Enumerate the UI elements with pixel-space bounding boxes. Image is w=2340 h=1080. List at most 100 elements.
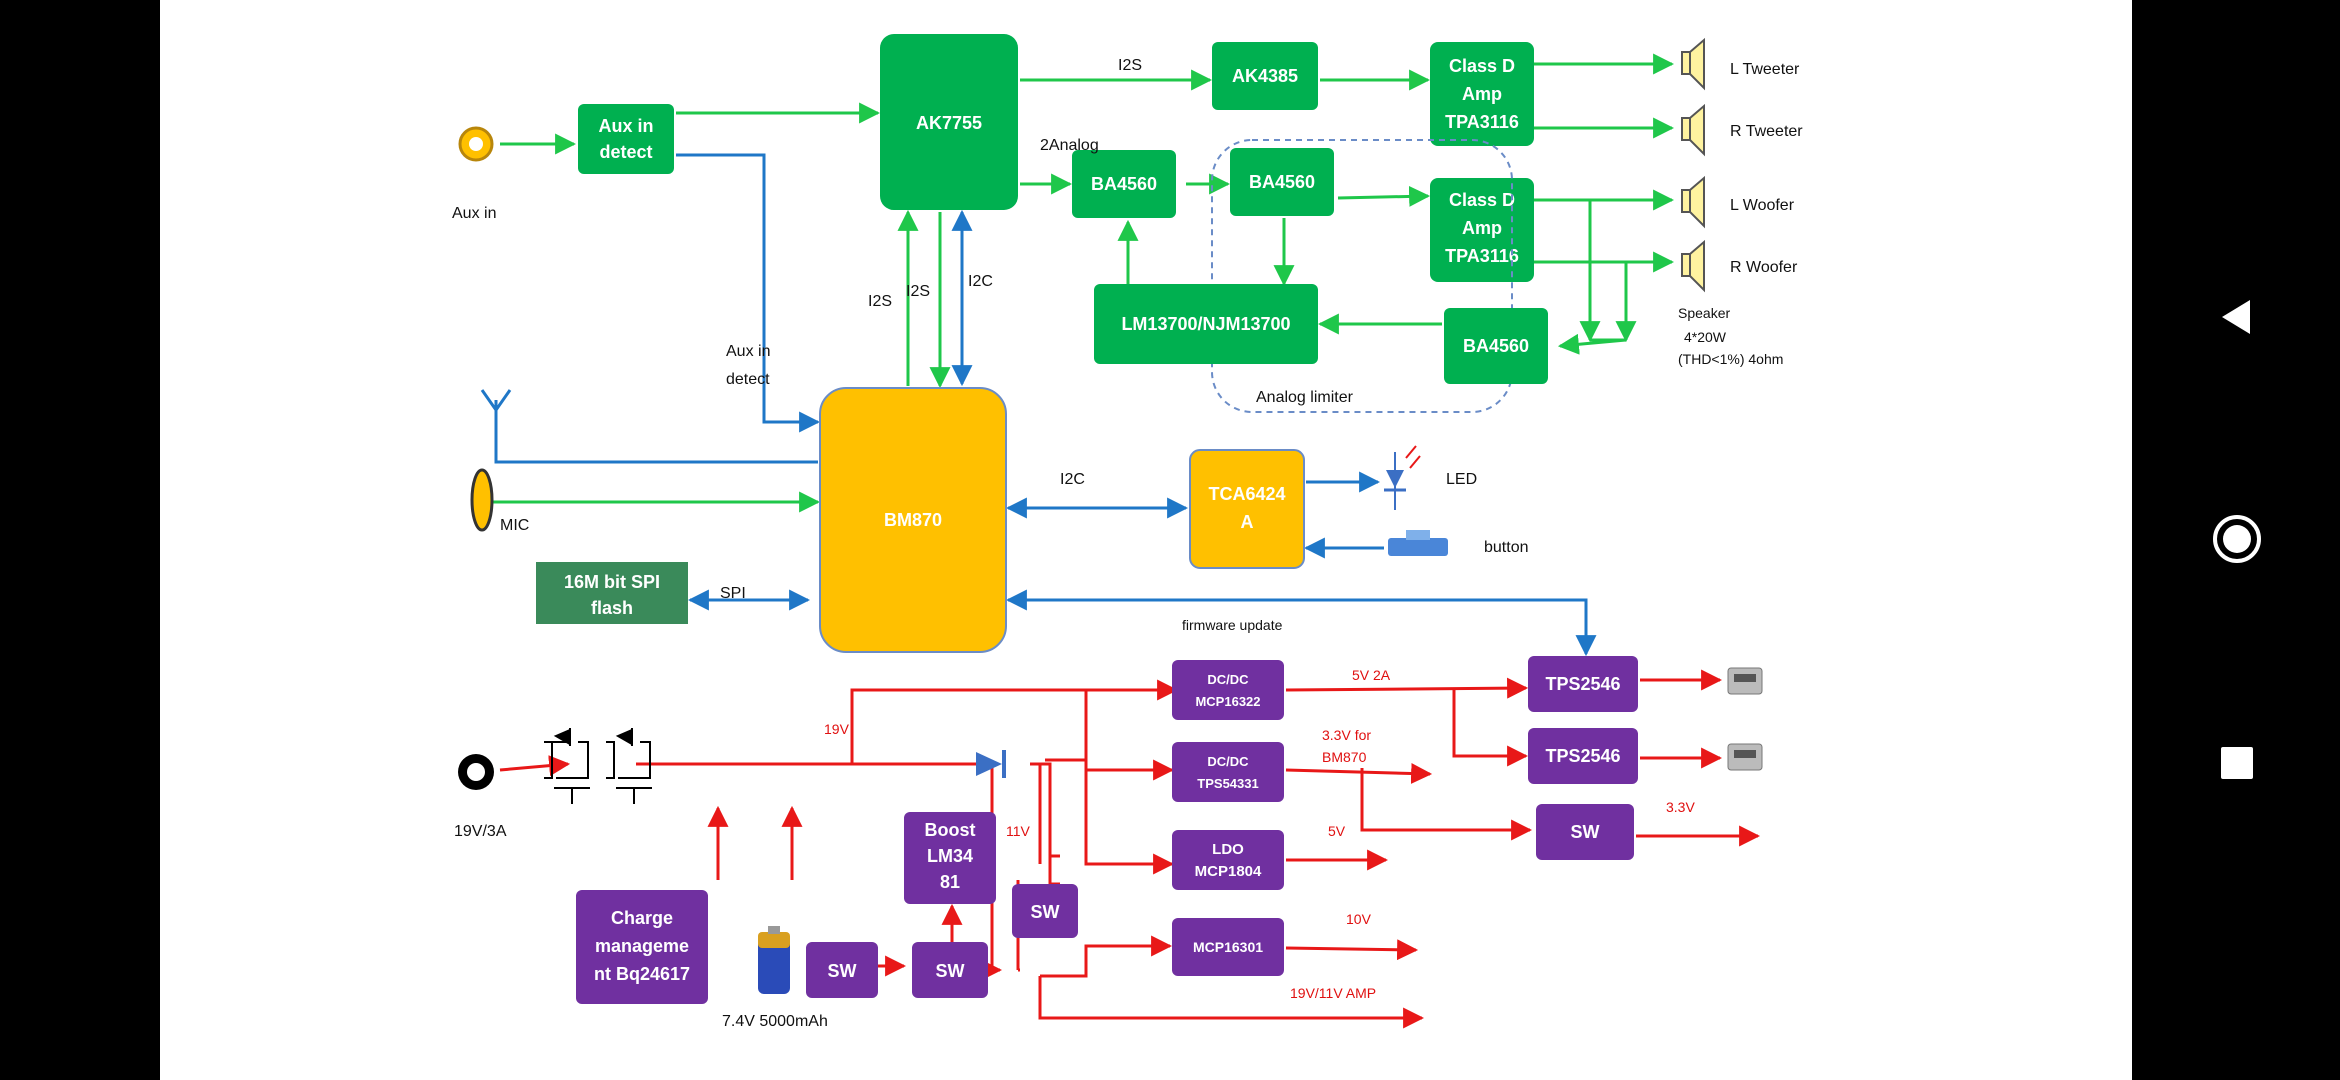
sw-3v3-block [1536,804,1634,860]
class-d-amp-2 [1430,178,1534,282]
r-woofer-label: R Woofer [1730,259,1798,276]
amp1-line3: TPA3116 [1445,112,1519,132]
dcdc1-line2: MCP16322 [1195,694,1260,709]
ba4560-block-1 [1072,150,1176,218]
speaker-note-3: (THD<1%) 4ohm [1678,351,1783,367]
charge-management-block [576,890,708,1004]
sw-bottom-block [912,942,988,998]
spi-flash-block [536,562,688,624]
v10-label: 10V [1346,911,1372,927]
speaker-note-1: Speaker [1678,305,1730,321]
dcdc2-line1: DC/DC [1207,754,1249,769]
aux-detect-line2: detect [599,142,652,162]
home-button[interactable] [2202,504,2272,574]
tca6424-line2: A [1241,512,1254,532]
v5-label: 5V [1328,823,1346,839]
dcdc-mcp16322-block [1172,660,1284,720]
speaker-l-tweeter-icon [1681,37,1705,91]
recents-square-icon [2221,747,2253,779]
boost-lm3481-block [904,812,996,904]
back-button[interactable] [2202,282,2272,352]
amp1-line1: Class D [1449,56,1515,76]
aux-jack-icon [458,126,494,162]
charge-line2: manageme [595,936,689,956]
bm870-block [819,387,1007,653]
tps2-label: TPS2546 [1545,746,1620,766]
i2s-label-b: I2S [906,283,930,300]
button-icon [1388,530,1448,556]
ak4385-block [1212,42,1318,110]
boost-line2: LM34 [927,846,973,866]
spi-flash-line1: 16M bit SPI [564,572,660,592]
tca6424-line1: TCA6424 [1208,484,1285,504]
ba4560-1-label: BA4560 [1091,174,1157,194]
i2c-top-label: I2C [968,273,993,290]
battery-label: 7.4V 5000mAh [722,1013,828,1030]
image-viewer: Aux in detect AK7755 AK4385 Class D Amp … [160,0,2132,1080]
bm870-label: BM870 [884,510,942,530]
aux-in-label: Aux in [452,205,496,222]
boost-line3: 81 [940,872,960,892]
charge-line1: Charge [611,908,673,928]
v19-11-amp-label: 19V/11V AMP [1290,985,1376,1001]
sw-mid-label: SW [1031,902,1060,922]
aux-detect-line-label-2: detect [726,371,770,388]
aux-detect-line1: Aux in [598,116,653,136]
tca6424-block [1189,449,1305,569]
dcdc2-line2: TPS54331 [1197,776,1258,791]
l-tweeter-label: L Tweeter [1730,61,1800,78]
sw-right-label: SW [1571,822,1600,842]
speaker-l-woofer-icon [1681,175,1705,229]
ldo-line1: LDO [1212,841,1244,858]
tps2546-block-2 [1528,728,1638,784]
mcp16301-label: MCP16301 [1193,939,1263,955]
mosfet-switch-1-icon [544,728,590,804]
amp2-line2: Amp [1462,218,1502,238]
lm13700-block [1094,284,1318,364]
tps1-label: TPS2546 [1545,674,1620,694]
ba4560-2-label: BA4560 [1249,172,1315,192]
v33-for-label-2: BM870 [1322,749,1367,765]
mosfet-switch-2-icon [606,728,652,804]
charge-line3: nt Bq24617 [594,964,690,984]
mcp16301-block [1172,918,1284,976]
recents-button[interactable] [2202,728,2272,798]
ba4560-block-3 [1444,308,1548,384]
speaker-note-2: 4*20W [1684,329,1727,345]
led-icon [1384,445,1421,510]
power-in-label: 19V/3A [454,823,507,840]
ldo-line2: MCP1804 [1195,863,1262,880]
diode-icon [976,750,1006,778]
ba4560-3-label: BA4560 [1463,336,1529,356]
v33-for-label-1: 3.3V for [1322,727,1371,743]
sw-batt-label: SW [828,961,857,981]
ak7755-block [880,34,1018,210]
usb-port-2-icon [1727,743,1763,771]
amp2-line1: Class D [1449,190,1515,210]
mic-icon [470,468,494,532]
sw-mid-block [1012,884,1078,938]
two-analog-label: 2Analog [1040,137,1099,154]
ak4385-label: AK4385 [1232,66,1298,86]
v11-label: 11V [1006,823,1031,839]
dcdc1-line1: DC/DC [1207,672,1249,687]
home-circle-icon [2213,515,2261,563]
r-tweeter-label: R Tweeter [1730,123,1803,140]
analog-limiter-label: Analog limiter [1256,389,1354,406]
battery-icon [758,926,790,994]
i2s-label-a: I2S [868,293,892,310]
back-triangle-icon [2222,300,2250,334]
boost-line1: Boost [925,820,976,840]
aux-detect-block [578,104,674,174]
tps2546-block-1 [1528,656,1638,712]
ba4560-block-2 [1230,148,1334,216]
usb-port-1-icon [1727,667,1763,695]
speaker-r-woofer-icon [1681,239,1705,293]
block-diagram: Aux in detect AK7755 AK4385 Class D Amp … [452,34,1803,1030]
v33-label: 3.3V [1666,799,1695,815]
led-label: LED [1446,471,1477,488]
speaker-r-tweeter-icon [1681,103,1705,157]
v5-2a-label: 5V 2A [1352,667,1391,683]
i2c-mid-label: I2C [1060,471,1085,488]
i2s-top-label: I2S [1118,57,1142,74]
